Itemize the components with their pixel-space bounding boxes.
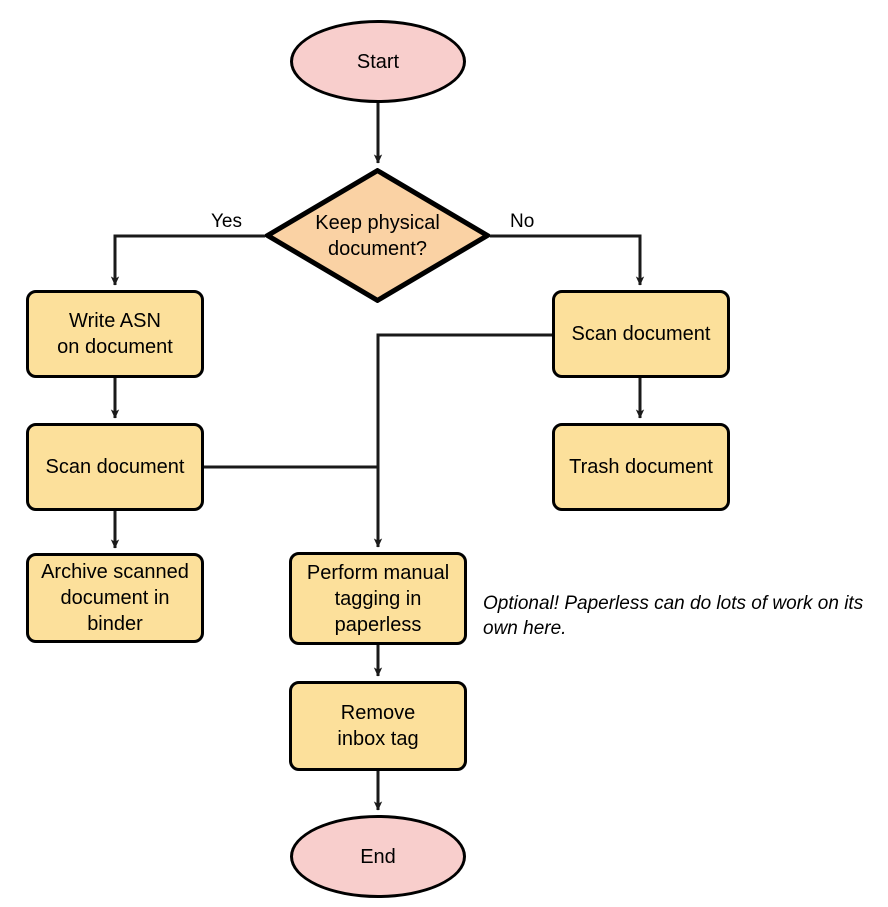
node-write-asn-on-document[interactable]: Write ASN on document [26,290,204,378]
node-remove-inbox-tag[interactable]: Remove inbox tag [289,681,467,771]
node-end-label: End [360,845,396,868]
node-perform-manual-tagging-in-paperless[interactable]: Perform manual tagging in paperless [289,552,467,645]
annotation-optional-note: Optional! Paperless can do lots of work … [483,593,864,639]
edge-decision-no-to-scan-right [490,234,645,286]
node-start-label: Start [356,50,400,73]
edge-scan-right-to-manual-tagging [373,333,552,548]
edge-label-no: No [510,211,535,232]
edge-decision-yes-to-write-asn [110,234,265,286]
diamond-shape-icon [265,168,490,303]
node-manual-tagging-label: Perform manual tagging in paperless [306,561,450,636]
node-decision-label: Keep physical document? [315,211,440,260]
node-archive-scanned-document-in-binder[interactable]: Archive scanned document in binder [26,553,204,643]
edge-label-yes: Yes [211,211,242,232]
node-trash-document-label: Trash document [569,456,713,478]
node-scan-document-left[interactable]: Scan document [26,423,204,511]
node-end[interactable]: End [290,815,466,898]
node-write-asn-label: Write ASN on document [57,310,173,358]
node-scan-document-left-label: Scan document [45,456,185,478]
node-remove-inbox-tag-label: Remove inbox tag [337,702,419,750]
node-decision-keep-physical-document[interactable]: Keep physical document? [265,168,490,303]
node-scan-document-right[interactable]: Scan document [552,290,730,378]
node-archive-binder-label: Archive scanned document in binder [41,561,189,635]
node-start[interactable]: Start [290,20,466,103]
node-trash-document[interactable]: Trash document [552,423,730,511]
node-scan-document-right-label: Scan document [571,323,711,345]
